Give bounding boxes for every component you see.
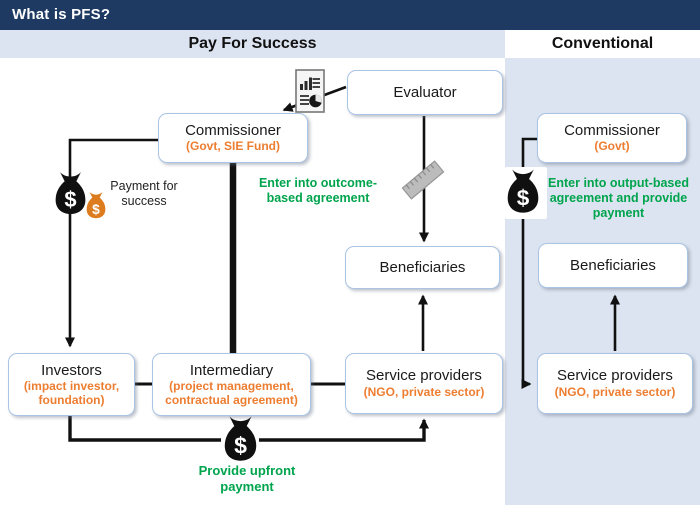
commissioner-subtitle: (Govt, SIE Fund) <box>186 139 280 154</box>
outcome-agreement-label: Enter into outcome-based agreement <box>258 176 378 205</box>
service-providers-conv-subtitle: (NGO, private sector) <box>554 384 676 399</box>
commissioner-conv-subtitle: (Govt) <box>594 139 630 154</box>
upfront-payment-label: Provide upfront payment <box>198 463 296 494</box>
payment-for-success-label: Payment for success <box>110 179 178 208</box>
commissioner-box-conventional: Commissioner (Govt) <box>537 113 687 163</box>
conventional-section-header: Conventional <box>551 35 654 52</box>
service-providers-title: Service providers <box>366 367 482 385</box>
pfs-section-band: Pay For Success <box>0 30 505 58</box>
intermediary-subtitle: (project management, contractual agreeme… <box>165 378 298 407</box>
intermediary-title: Intermediary <box>189 361 274 379</box>
beneficiaries-box-conventional: Beneficiaries <box>538 243 688 288</box>
beneficiaries-box-pfs: Beneficiaries <box>345 246 500 289</box>
investors-box: Investors (impact investor, foundation) <box>8 353 135 416</box>
service-providers-box-conventional: Service providers (NGO, private sector) <box>537 353 693 414</box>
commissioner-box-pfs: Commissioner (Govt, SIE Fund) <box>158 113 308 163</box>
investors-title: Investors <box>41 361 102 379</box>
page-title: What is PFS? <box>12 6 111 23</box>
money-bag-icon-upfront <box>224 416 257 461</box>
ruler-icon <box>401 160 445 200</box>
connector-upfront-right <box>259 418 429 442</box>
connector-commissioner-sp-conv <box>521 137 537 389</box>
title-bar: What is PFS? <box>0 0 700 30</box>
service-providers-conv-title: Service providers <box>557 367 673 385</box>
evaluator-title: Evaluator <box>393 83 457 101</box>
output-agreement-label: Enter into output-based agreement and pr… <box>548 176 689 220</box>
conventional-section-band: Conventional <box>505 30 700 58</box>
commissioner-title: Commissioner <box>185 121 281 139</box>
beneficiaries-conv-title: Beneficiaries <box>570 256 656 274</box>
beneficiaries-title: Beneficiaries <box>379 258 466 276</box>
connector-commissioner-investors <box>65 138 158 348</box>
investors-subtitle: (impact investor, foundation) <box>23 378 120 407</box>
pfs-section-header: Pay For Success <box>188 35 317 52</box>
money-bag-icon-payment <box>55 172 86 214</box>
report-icon <box>295 69 325 113</box>
commissioner-conv-title: Commissioner <box>564 121 660 139</box>
service-providers-box-pfs: Service providers (NGO, private sector) <box>345 353 503 414</box>
intermediary-box: Intermediary (project management, contra… <box>152 353 311 416</box>
evaluator-box: Evaluator <box>347 70 503 115</box>
service-providers-subtitle: (NGO, private sector) <box>363 384 485 399</box>
connector-upfront-left <box>68 416 221 442</box>
